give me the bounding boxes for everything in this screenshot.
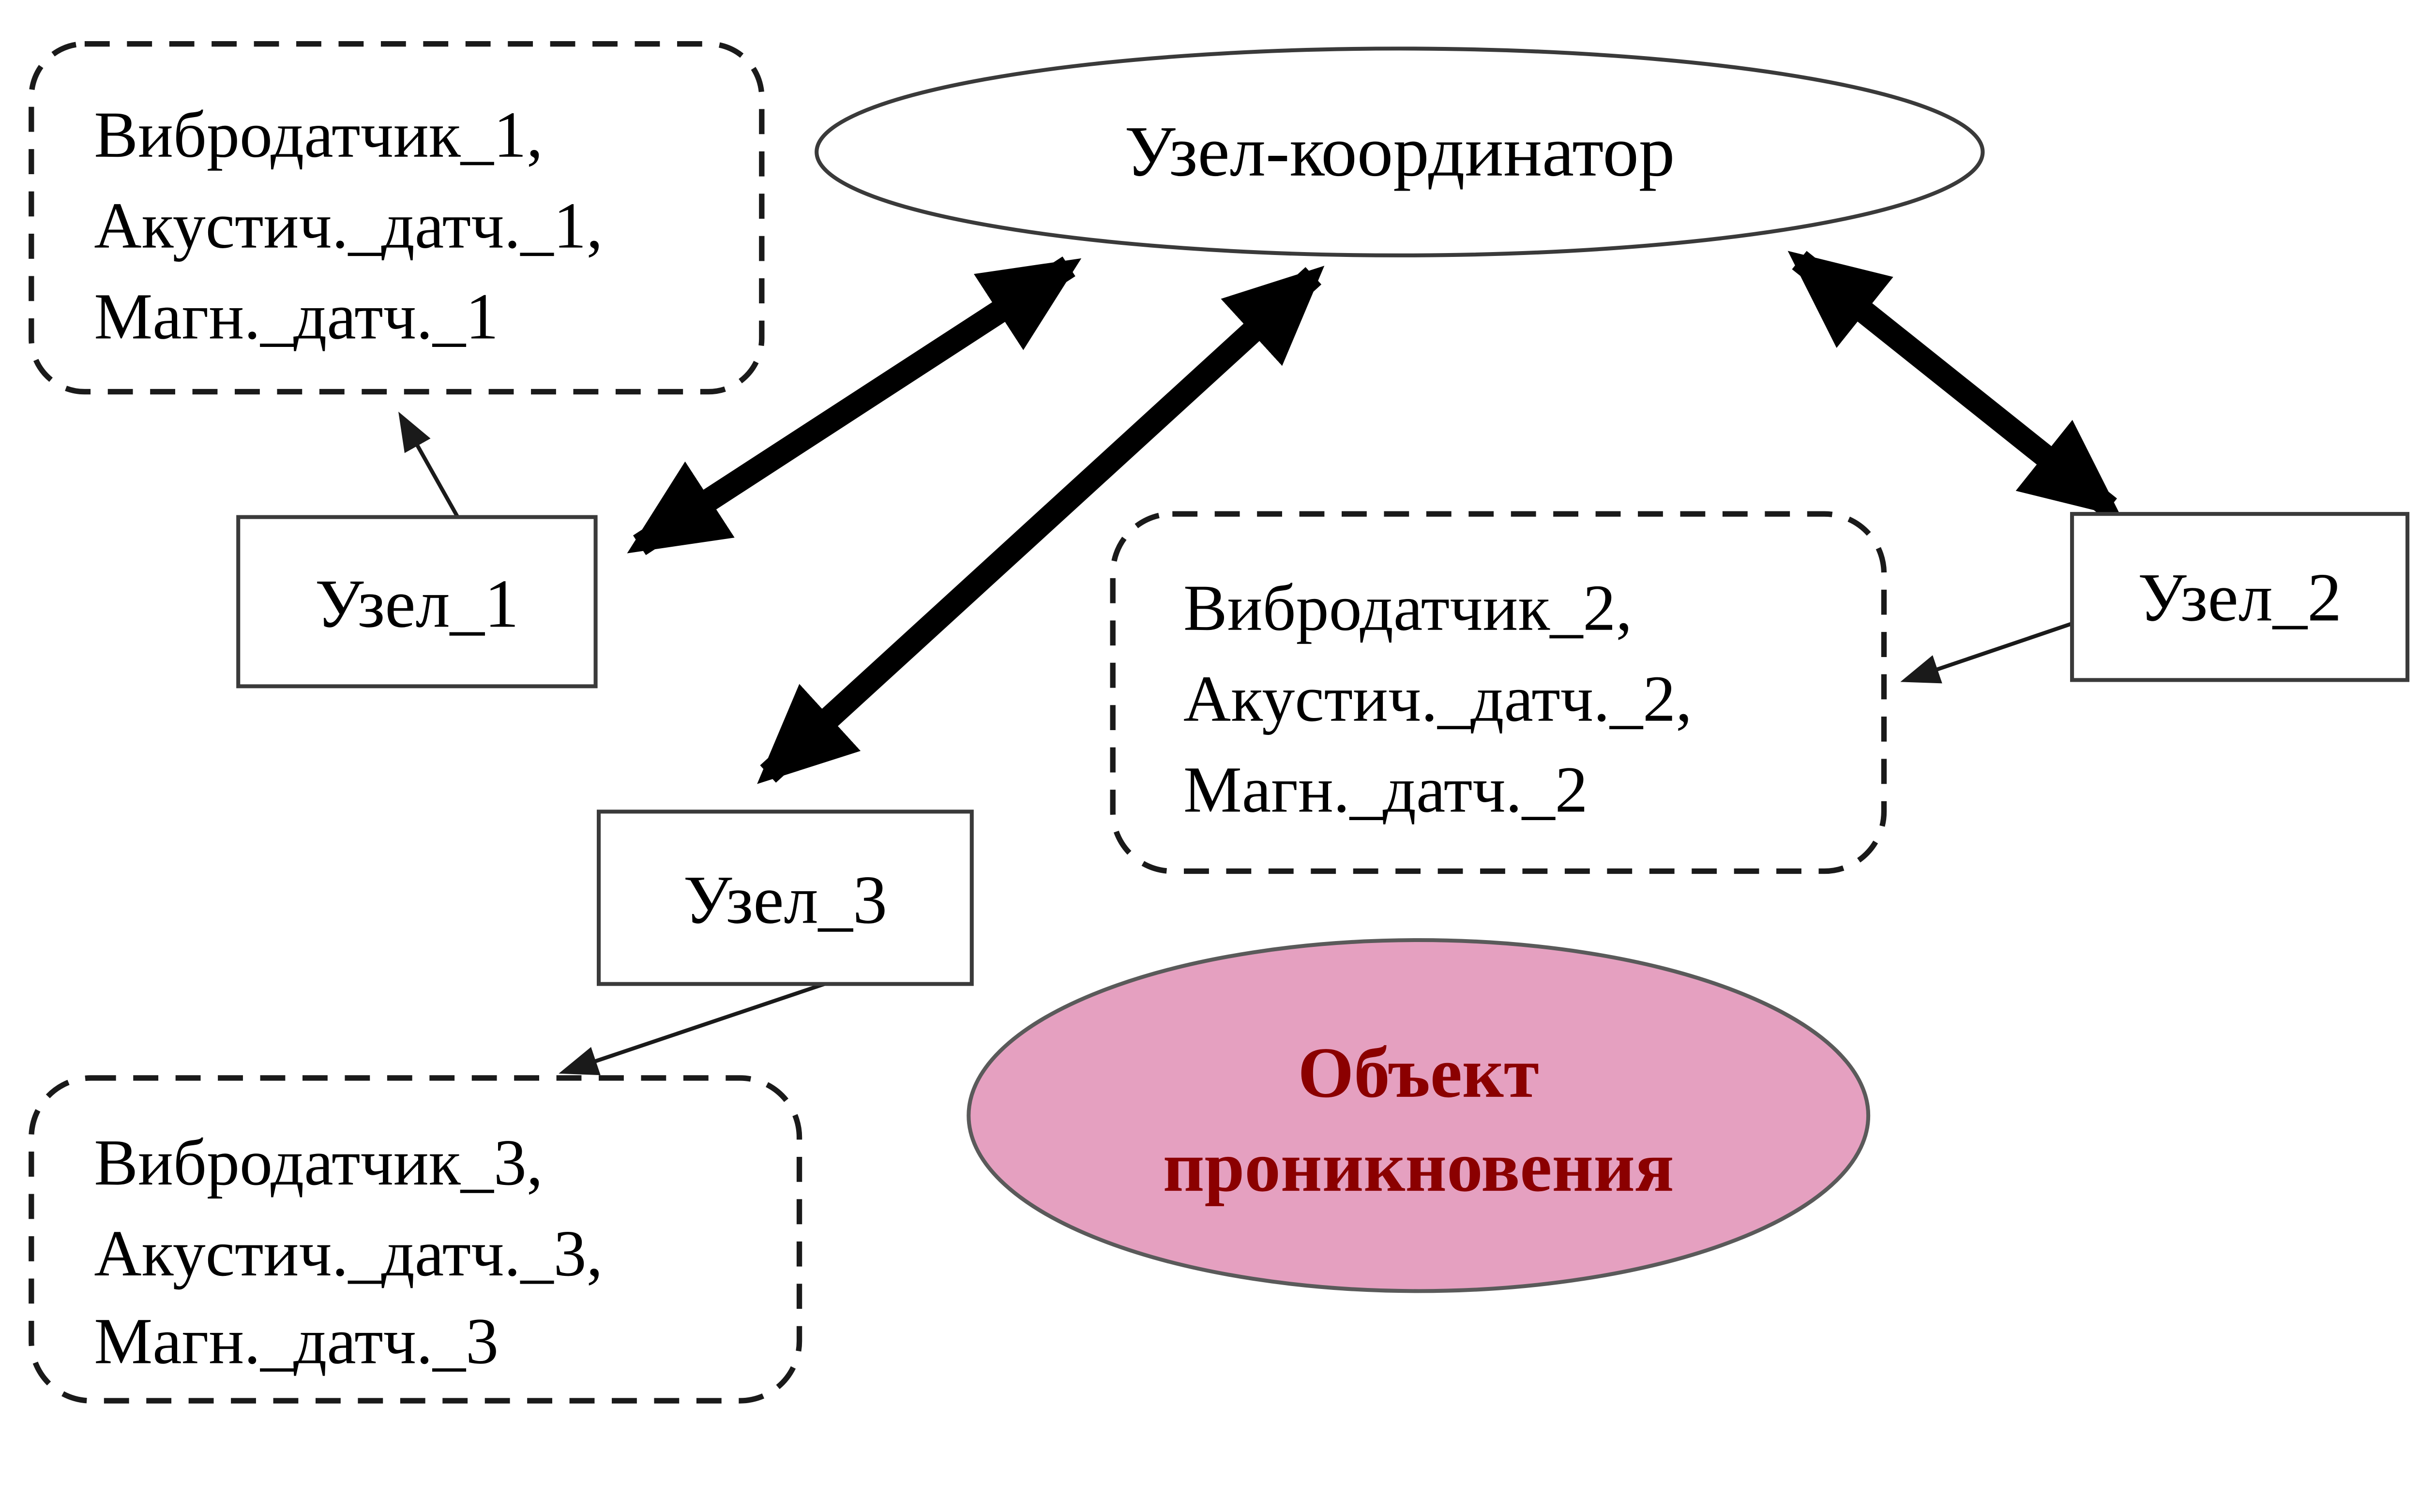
sensor-group-2-line-3: Магн._датч._2: [1183, 753, 1588, 826]
node-3-box: [597, 809, 974, 986]
sensor-network-diagram: Узел-координатор Вибродатчик_1, Акустич.…: [29, 41, 2410, 1404]
node-3-label: Узел_3: [683, 861, 887, 938]
node-1-box: [236, 515, 598, 689]
sensor-group-3-line-3: Магн._датч._3: [94, 1305, 499, 1377]
node-2-box: [2070, 512, 2410, 682]
sensor-group-2-box: [1110, 511, 1887, 874]
sensor-group-3-box: [29, 1075, 802, 1404]
wire-node3-sensors-arrow: [559, 979, 835, 1076]
coordinator-node-ellipse: [815, 46, 1985, 257]
node-1-label: Узел_1: [315, 565, 519, 642]
sensor-group-1-line-3: Магн._датч._1: [94, 280, 499, 353]
radio-link-coordinator-node2: [1787, 251, 2121, 517]
sensor-group-2-line-1: Вибродатчик_2,: [1183, 572, 1633, 644]
diagram-canvas: Узел-координатор Вибродатчик_1, Акустич.…: [29, 41, 2410, 1404]
sensor-group-1-line-1: Вибродатчик_1,: [94, 99, 543, 171]
coordinator-node-label: Узел-координатор: [1124, 112, 1675, 192]
intrusion-object-line-1: Объект: [1298, 1033, 1539, 1113]
intrusion-object-ellipse: [967, 938, 1871, 1293]
sensor-group-1-line-2: Акустич._датч._1,: [94, 190, 603, 262]
wire-node1-sensors-arrow: [398, 411, 460, 518]
sensor-group-3-line-2: Акустич._датч._3,: [94, 1217, 603, 1290]
radio-link-node3-coordinator: [757, 266, 1325, 784]
intrusion-object-line-2: проникновения: [1163, 1127, 1674, 1207]
node-2-label: Узел_2: [2138, 559, 2342, 635]
sensor-group-1-box: [29, 41, 765, 395]
sensor-group-2-line-2: Акустич._датч._2,: [1183, 663, 1692, 735]
wire-node2-sensors-arrow: [1900, 622, 2073, 684]
sensor-group-3-line-1: Вибродатчик_3,: [94, 1126, 543, 1199]
